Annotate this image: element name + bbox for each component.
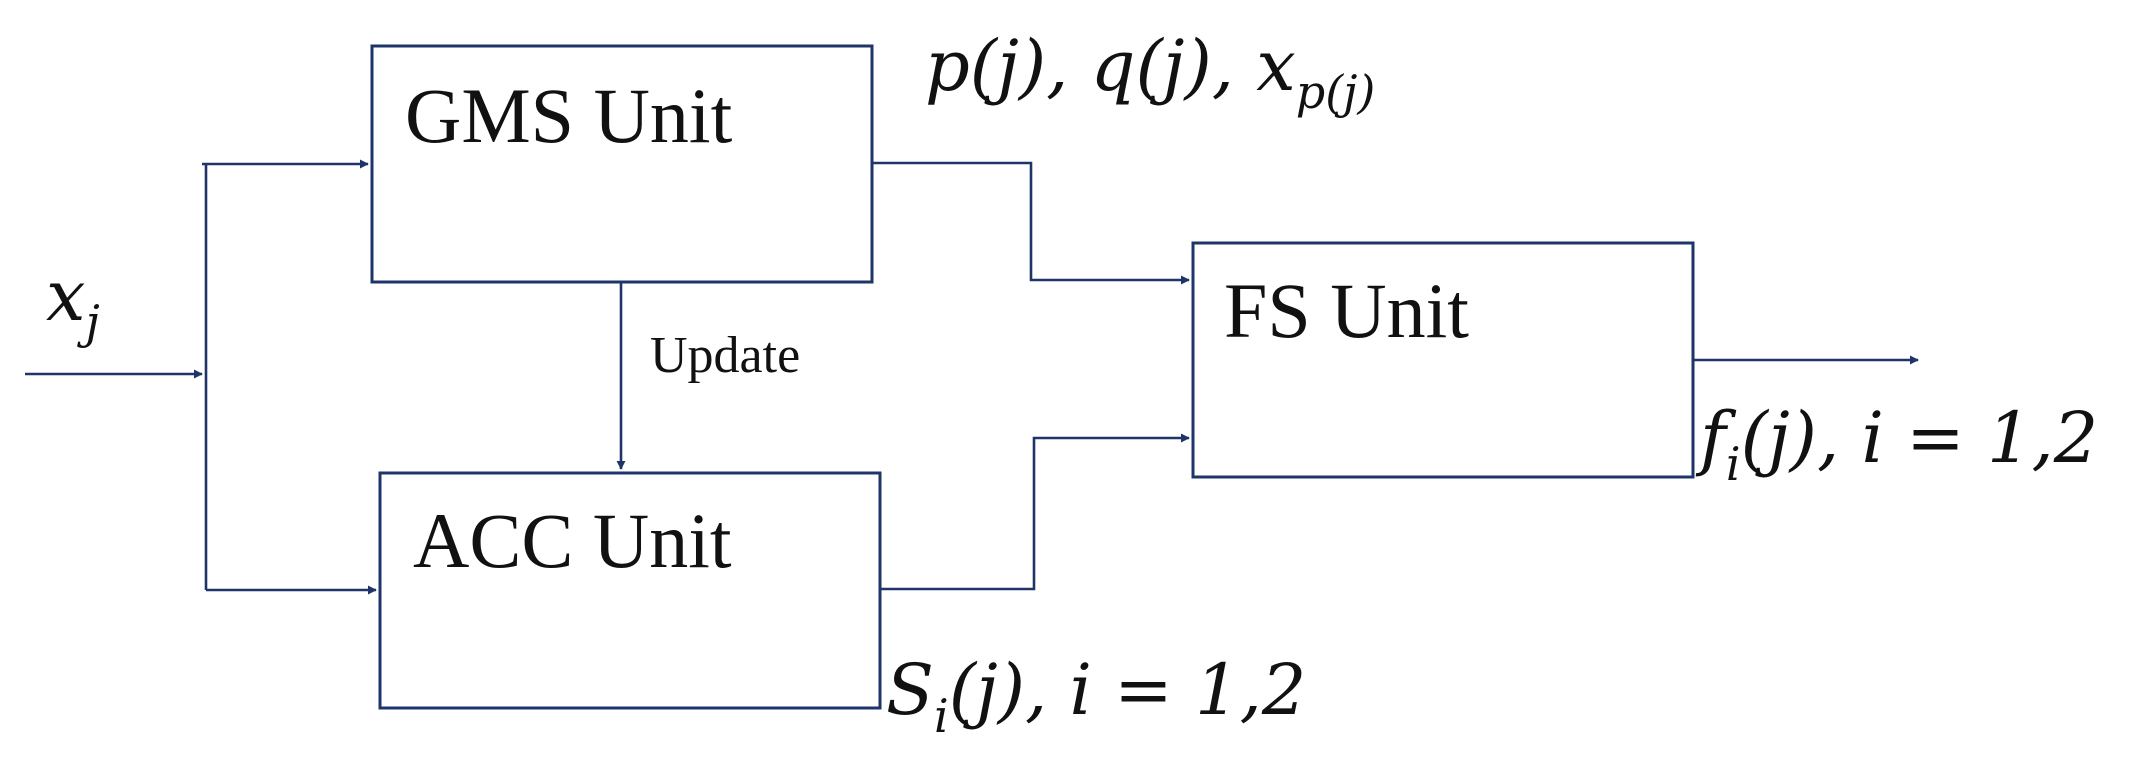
fs-unit-label: FS Unit bbox=[1224, 267, 1469, 354]
acc-unit-label: ACC Unit bbox=[413, 497, 732, 584]
acc-unit-box bbox=[378, 471, 882, 710]
fs-unit-box bbox=[1191, 241, 1695, 479]
gms-output-math-label: p(j), q(j), xp(j) bbox=[925, 25, 1375, 119]
update-label: Update bbox=[650, 327, 800, 384]
input-math-label: xj bbox=[46, 255, 100, 349]
gms-unit-label: GMS Unit bbox=[405, 72, 733, 159]
acc-output-math-label: Si(j), i = 1,2 bbox=[886, 649, 1306, 743]
acc-to-fs-wire bbox=[880, 433, 1190, 591]
gms-to-fs-wire bbox=[872, 161, 1190, 285]
gms-unit-box bbox=[370, 44, 874, 284]
fs-output-math-label: fi(j), i = 1,2 bbox=[1695, 397, 2098, 491]
